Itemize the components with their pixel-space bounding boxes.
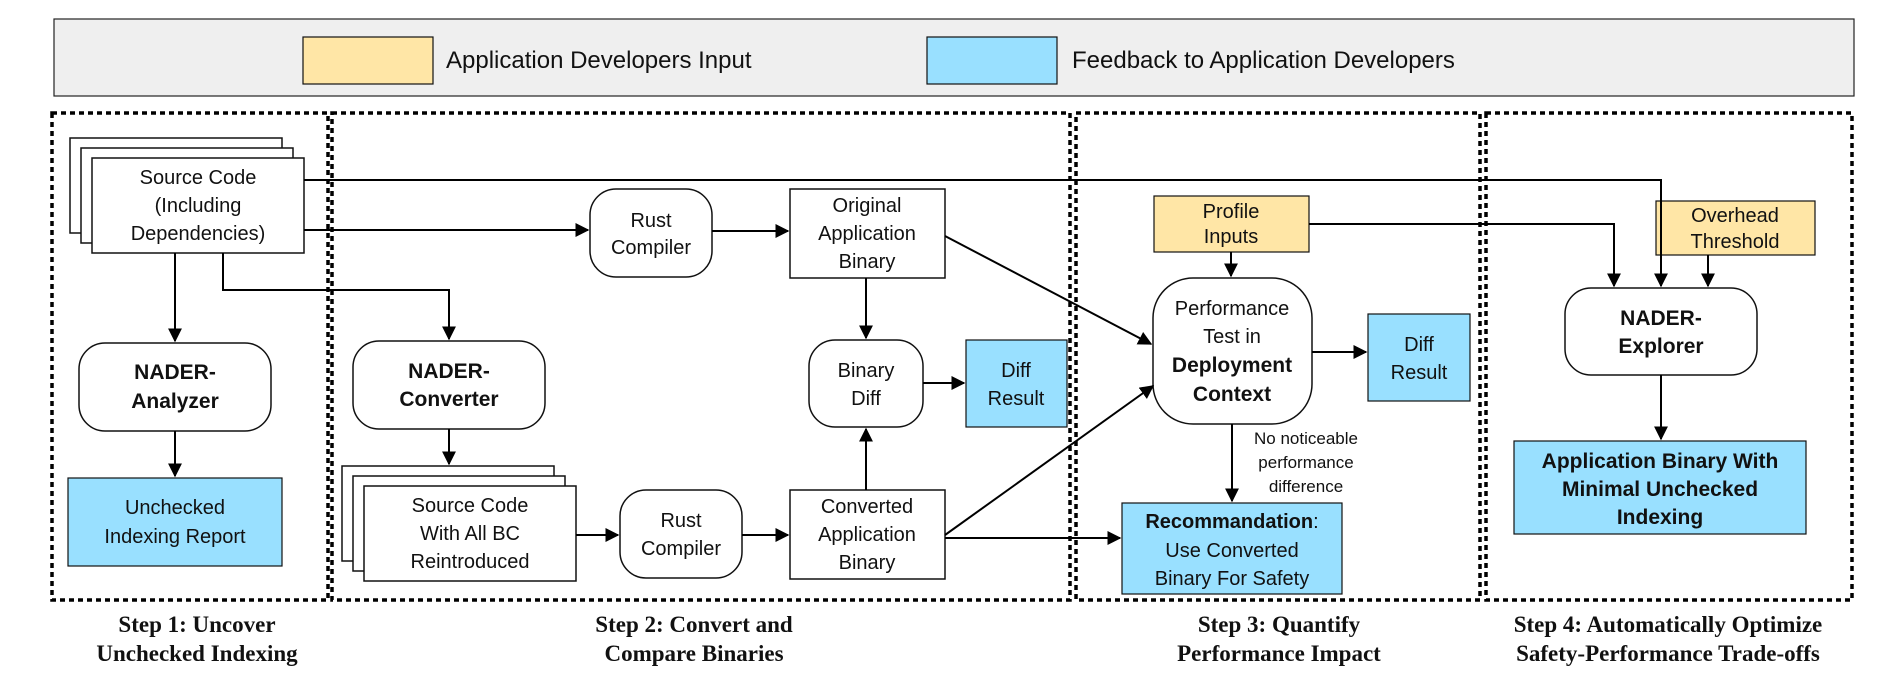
svg-text:Binary: Binary <box>838 360 895 382</box>
rust-compiler-bottom: Rust Compiler <box>619 489 743 579</box>
svg-text:Binary: Binary <box>839 552 896 574</box>
svg-text:Converter: Converter <box>399 388 498 411</box>
step2-diff-result: Diff Result <box>965 339 1068 428</box>
svg-text:Test in: Test in <box>1203 326 1261 348</box>
svg-text:Minimal Unchecked: Minimal Unchecked <box>1562 478 1758 501</box>
svg-text:Step 2: Convert and: Step 2: Convert and <box>595 612 793 637</box>
nader-converter: NADER- Converter <box>352 340 546 430</box>
svg-text:NADER-: NADER- <box>134 361 216 384</box>
source-code-stack: Source Code (Including Dependencies) <box>69 137 305 254</box>
svg-text:Context: Context <box>1193 383 1271 406</box>
no-difference-label: No noticeable performance difference <box>1254 429 1358 496</box>
step3-caption: Step 3: Quantify Performance Impact <box>1177 612 1381 666</box>
svg-text:Indexing Report: Indexing Report <box>104 526 246 548</box>
legend-input-swatch <box>302 36 434 85</box>
legend-input-label: Application Developers Input <box>446 47 752 74</box>
svg-text:Deployment: Deployment <box>1172 354 1292 377</box>
svg-text:Application: Application <box>818 223 916 245</box>
svg-text:Step 1: Uncover: Step 1: Uncover <box>118 612 275 637</box>
svg-text:Safety-Performance Trade-offs: Safety-Performance Trade-offs <box>1516 641 1820 666</box>
svg-text:Profile: Profile <box>1203 201 1260 223</box>
arrow-profile-to-explorer <box>1309 223 1621 288</box>
svg-text:Step 3: Quantify: Step 3: Quantify <box>1198 612 1361 637</box>
profile-inputs: Profile Inputs <box>1153 195 1310 253</box>
legend-feedback-label: Feedback to Application Developers <box>1072 47 1455 74</box>
converted-application-binary: Converted Application Binary <box>789 489 946 580</box>
arrow-converted-to-perftest <box>944 385 1155 536</box>
svg-text:Compiler: Compiler <box>641 538 721 560</box>
arrow-original-to-perftest <box>944 235 1153 345</box>
svg-text:Application: Application <box>818 524 916 546</box>
step4-caption: Step 4: Automatically Optimize Safety-Pe… <box>1514 612 1823 666</box>
arrow-source-to-converter <box>222 253 456 341</box>
svg-text:NADER-: NADER- <box>1620 307 1702 330</box>
svg-text:Explorer: Explorer <box>1618 335 1703 358</box>
svg-text:Binary For Safety: Binary For Safety <box>1155 568 1310 590</box>
step2-caption: Step 2: Convert and Compare Binaries <box>595 612 793 666</box>
svg-text:Result: Result <box>1391 362 1448 384</box>
svg-text:Diff: Diff <box>1404 334 1434 356</box>
svg-text:Overhead: Overhead <box>1691 205 1779 227</box>
svg-text:Reintroduced: Reintroduced <box>411 551 530 573</box>
svg-text:Source Code: Source Code <box>140 167 257 189</box>
svg-text:Unchecked Indexing: Unchecked Indexing <box>96 641 298 666</box>
nader-explorer: NADER- Explorer <box>1564 287 1758 376</box>
svg-text:Application Binary With: Application Binary With <box>1542 450 1779 473</box>
svg-text:Compare Binaries: Compare Binaries <box>604 641 783 666</box>
svg-text:Diff: Diff <box>1001 360 1031 382</box>
svg-text:Rust: Rust <box>630 210 672 232</box>
step3-diff-result: Diff Result <box>1367 313 1471 402</box>
unchecked-indexing-report: Unchecked Indexing Report <box>67 477 283 567</box>
svg-text:No noticeable: No noticeable <box>1254 429 1358 448</box>
legend-feedback-swatch <box>926 36 1058 85</box>
svg-text:Compiler: Compiler <box>611 237 691 259</box>
step4-panel <box>1484 111 1854 602</box>
svg-text:Inputs: Inputs <box>1204 226 1258 248</box>
svg-text:Performance Impact: Performance Impact <box>1177 641 1381 666</box>
overhead-threshold: Overhead Threshold <box>1655 200 1816 256</box>
original-application-binary: Original Application Binary <box>789 188 946 279</box>
svg-text:Performance: Performance <box>1175 298 1290 320</box>
svg-text:Indexing: Indexing <box>1617 506 1703 529</box>
step2-panel <box>330 111 1072 602</box>
svg-text:Rust: Rust <box>660 510 702 532</box>
arrow-source-to-explorer <box>304 179 1668 288</box>
svg-text:Binary: Binary <box>839 251 896 273</box>
legend: Application Developers Input Feedback to… <box>53 18 1855 97</box>
svg-text:difference: difference <box>1269 477 1343 496</box>
svg-text:Dependencies): Dependencies) <box>131 223 266 245</box>
recommendation: Recommandation: Use Converted Binary For… <box>1121 502 1343 595</box>
step1-panel <box>50 111 330 602</box>
optimized-binary-result: Application Binary With Minimal Unchecke… <box>1513 440 1807 535</box>
svg-text:Unchecked: Unchecked <box>125 497 225 519</box>
svg-text:Analyzer: Analyzer <box>131 390 219 413</box>
svg-text:performance: performance <box>1258 453 1353 472</box>
connectors <box>168 179 1715 545</box>
svg-text:Threshold: Threshold <box>1691 231 1780 253</box>
step3-panel <box>1074 111 1482 602</box>
rust-compiler-top: Rust Compiler <box>589 188 713 278</box>
step1-caption: Step 1: Uncover Unchecked Indexing <box>96 612 298 666</box>
svg-text:Converted: Converted <box>821 496 913 518</box>
svg-text:NADER-: NADER- <box>408 360 490 383</box>
source-code-bc-stack: Source Code With All BC Reintroduced <box>341 465 577 582</box>
svg-text:Original: Original <box>833 195 902 217</box>
binary-diff: Binary Diff <box>808 339 924 428</box>
svg-text:Use Converted: Use Converted <box>1165 540 1298 562</box>
svg-text:(Including: (Including <box>155 195 242 217</box>
svg-text:Step 4: Automatically Optimize: Step 4: Automatically Optimize <box>1514 612 1823 637</box>
svg-text:Diff: Diff <box>851 388 881 410</box>
svg-text:Recommandation:: Recommandation: <box>1145 511 1318 533</box>
nader-analyzer: NADER- Analyzer <box>78 342 272 432</box>
svg-text:Source Code: Source Code <box>412 495 529 517</box>
svg-text:Result: Result <box>988 388 1045 410</box>
svg-text:With All BC: With All BC <box>420 523 520 545</box>
performance-test: Performance Test in Deployment Context <box>1152 277 1313 425</box>
